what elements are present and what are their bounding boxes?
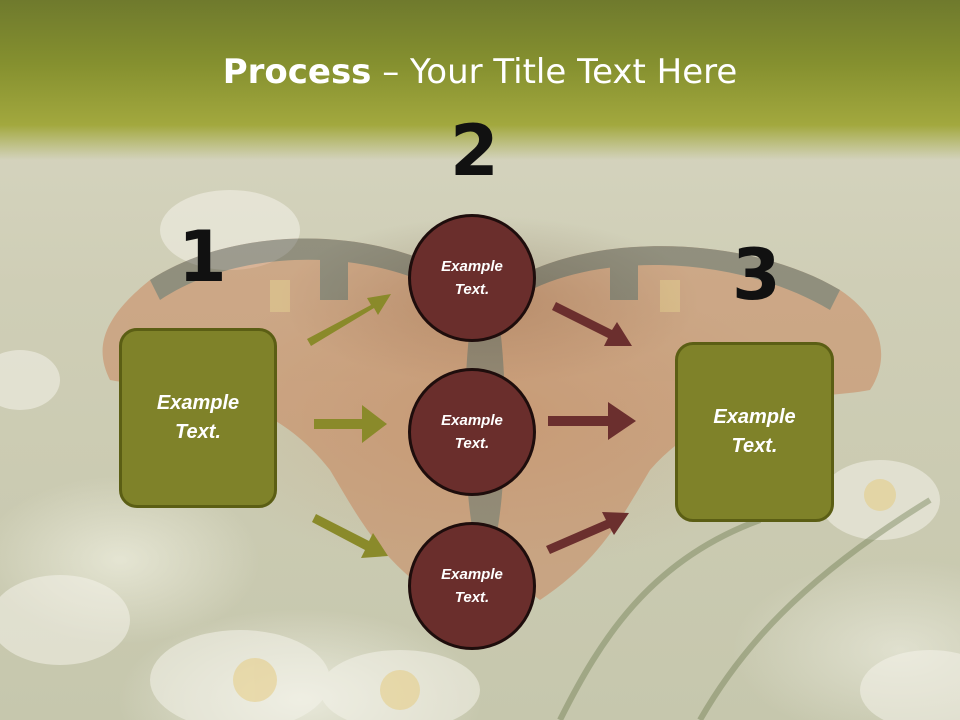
- process-box-start: Example Text.: [119, 328, 277, 508]
- process-circle-top-text: Example Text.: [441, 258, 503, 298]
- process-circle-bottom: Example Text.: [408, 522, 536, 650]
- arrow-left-to-bottom: [312, 514, 388, 558]
- process-circle-middle: Example Text.: [408, 368, 536, 496]
- arrow-bottom-to-right: [546, 512, 629, 554]
- title-rest: – Your Title Text Here: [371, 52, 738, 92]
- arrow-top-to-right: [552, 302, 632, 346]
- process-box-start-text: Example Text.: [156, 392, 240, 443]
- title-band: [0, 0, 960, 160]
- olive-arrows: [307, 294, 391, 558]
- arrow-middle-to-right: [548, 402, 636, 440]
- process-circle-top: Example Text.: [408, 214, 536, 342]
- process-box-end: Example Text.: [675, 342, 834, 522]
- arrow-left-to-top: [307, 294, 391, 346]
- process-circle-middle-text: Example Text.: [441, 412, 503, 452]
- step-number-1: 1: [178, 216, 227, 298]
- slide-title: Process – Your Title Text Here: [0, 52, 960, 92]
- process-box-end-text: Example Text.: [713, 406, 796, 457]
- step-number-2: 2: [450, 110, 499, 192]
- process-circle-bottom-text: Example Text.: [441, 566, 503, 606]
- title-bold: Process: [222, 52, 372, 92]
- arrow-left-to-middle: [314, 405, 387, 443]
- step-number-3: 3: [732, 234, 781, 316]
- maroon-arrows: [546, 302, 636, 554]
